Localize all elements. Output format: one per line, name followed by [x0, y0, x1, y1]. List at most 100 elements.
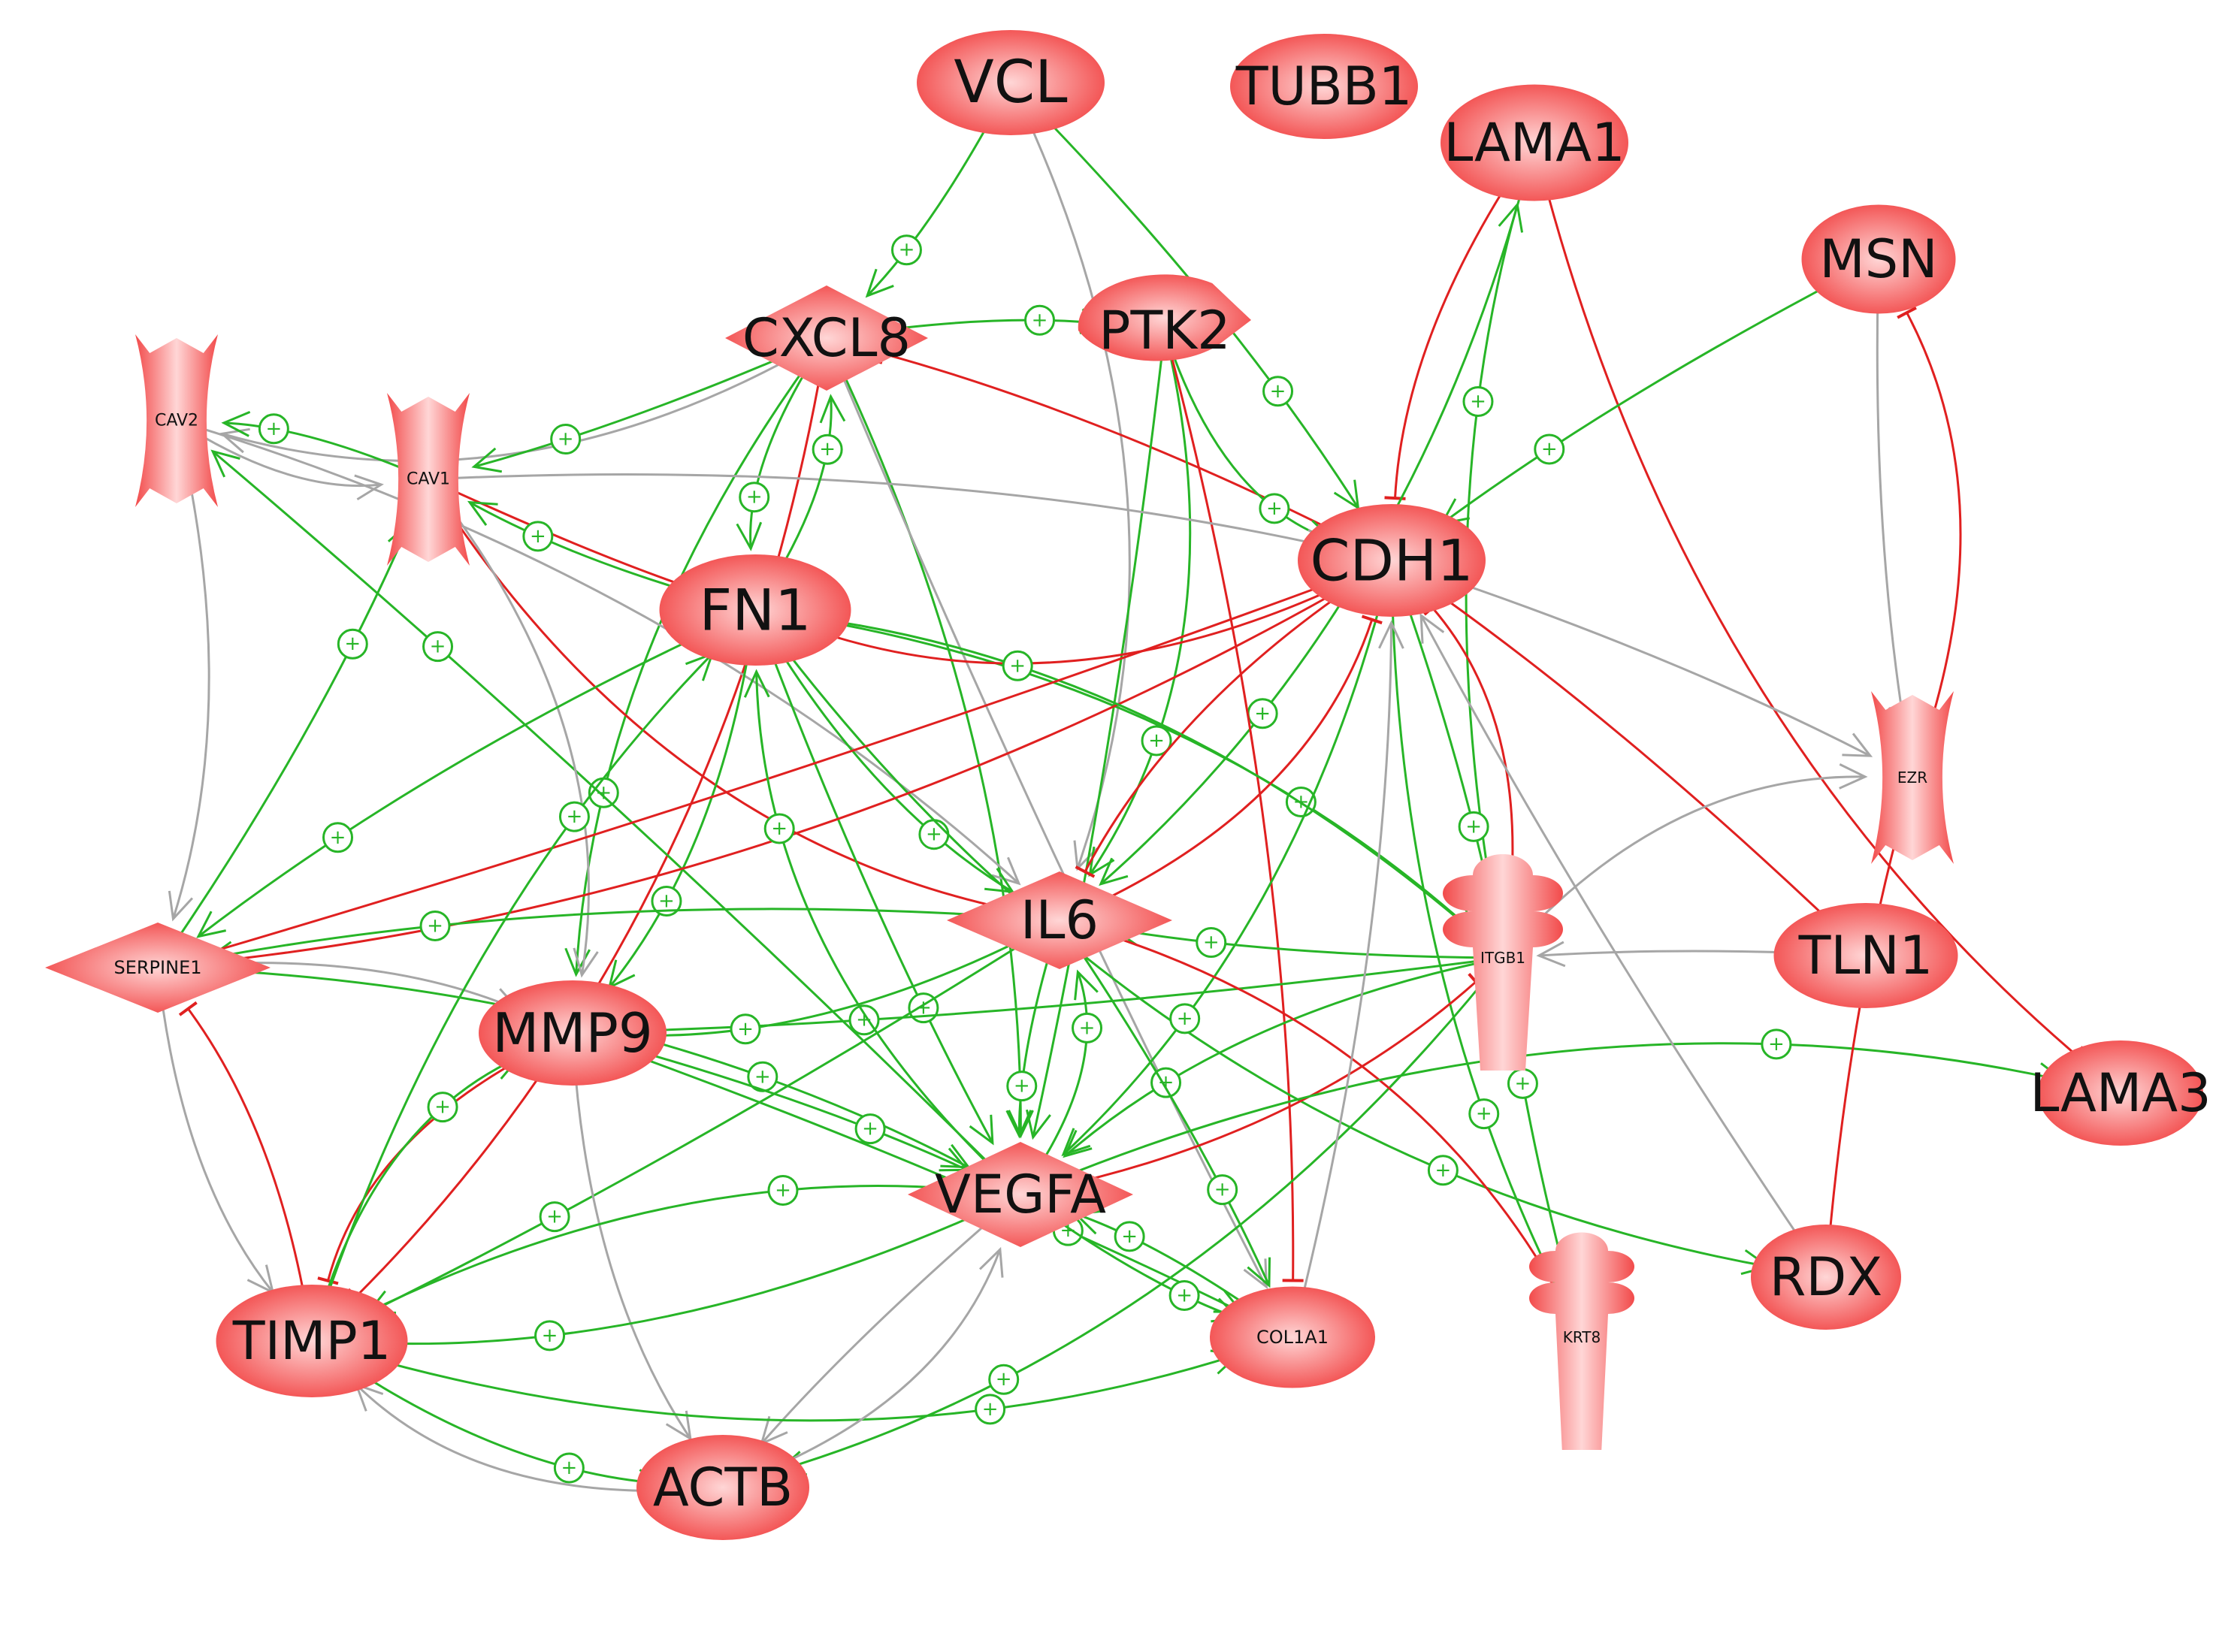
svg-text:+: + [775, 1179, 791, 1202]
node-label: ITGB1 [1480, 949, 1525, 967]
node-shape [1751, 1225, 1901, 1330]
node-serpine1[interactable]: SERPINE1 [45, 923, 271, 1013]
edge-rdx-cdh1 [1419, 613, 1827, 1278]
node-mmp9[interactable]: MMP9 [479, 980, 667, 1086]
svg-text:+: + [595, 781, 612, 804]
node-shape [1210, 1286, 1375, 1388]
node-col1a1[interactable]: COL1A1 [1210, 1286, 1375, 1388]
node-fn1[interactable]: FN1 [659, 554, 851, 666]
arrowhead [1074, 969, 1099, 1001]
svg-text:+: + [1515, 1072, 1531, 1095]
node-cav1[interactable]: CAV1 [387, 393, 470, 566]
node-vcl[interactable]: VCL [917, 30, 1105, 135]
activation-plus-icon: + [1002, 650, 1033, 681]
arrowhead [819, 394, 846, 424]
node-tubb1[interactable]: TUBB1 [1230, 34, 1418, 139]
activation-plus-icon: + [1507, 1068, 1538, 1099]
node-shape [636, 1435, 809, 1540]
activation-plus-icon: + [975, 1394, 1006, 1425]
svg-text:+: + [530, 525, 546, 548]
node-actb[interactable]: ACTB [636, 1435, 809, 1540]
node-cxcl8[interactable]: CXCL8 [725, 285, 928, 391]
activation-plus-icon: + [1462, 386, 1494, 418]
node-shape [1443, 854, 1563, 1071]
node-msn[interactable]: MSN [1801, 204, 1956, 314]
node-lama3[interactable]: LAMA3 [2030, 1040, 2211, 1146]
arrowhead [1026, 1109, 1051, 1140]
activation-plus-icon: + [427, 1092, 458, 1123]
svg-text:+: + [434, 1096, 451, 1119]
edge-il6-mmp9: + [628, 919, 1060, 1049]
node-ezr[interactable]: EZR [1871, 691, 1954, 864]
arrowhead [354, 474, 384, 501]
node-label: KRT8 [1563, 1328, 1601, 1346]
node-tln1[interactable]: TLN1 [1773, 903, 1958, 1008]
svg-text:+: + [1476, 1103, 1492, 1125]
node-label: SERPINE1 [113, 957, 201, 978]
svg-text:+: + [567, 805, 583, 828]
svg-text:+: + [1203, 932, 1220, 954]
node-shape [135, 334, 218, 507]
inhibition-bar [317, 1276, 339, 1285]
activation-plus-icon: + [422, 631, 454, 663]
node-il6[interactable]: IL6 [947, 871, 1172, 969]
edge-itgb1-vegfa: + [1063, 956, 1504, 1158]
node-timp1[interactable]: TIMP1 [216, 1285, 408, 1397]
arrowhead [1005, 1110, 1032, 1139]
svg-text:+: + [1079, 1016, 1096, 1039]
node-cdh1[interactable]: CDH1 [1298, 504, 1486, 617]
activation-plus-icon: + [322, 822, 354, 853]
activation-plus-icon: + [848, 1004, 880, 1036]
activation-plus-icon: + [337, 628, 368, 660]
node-shape [1773, 903, 1958, 1008]
node-shape [725, 285, 928, 391]
edge-lama1-il6: + [1099, 142, 1536, 886]
arrowhead [210, 449, 240, 478]
svg-text:+: + [754, 1065, 771, 1088]
activation-plus-icon: + [730, 1013, 761, 1045]
svg-text:+: + [746, 486, 763, 509]
activation-plus-icon: + [890, 234, 922, 266]
node-krt8[interactable]: KRT8 [1529, 1232, 1634, 1451]
node-lama1[interactable]: LAMA1 [1441, 84, 1628, 201]
svg-text:+: + [558, 428, 574, 451]
edge-cav2-serpine1 [168, 420, 210, 922]
svg-text:+: + [1214, 1179, 1231, 1201]
node-label: ACTB [653, 1457, 793, 1518]
edge-cxcl8-mmp9: + [564, 337, 828, 977]
arrowhead [1839, 763, 1868, 790]
activation-plus-icon: + [1006, 1071, 1038, 1102]
activation-plus-icon: + [553, 1452, 585, 1484]
edge-cav1-il6 [427, 479, 1010, 920]
arrowhead [467, 500, 498, 527]
edge-vegfa-fn1: + [743, 669, 1022, 1196]
activation-plus-icon: + [1072, 1012, 1103, 1043]
node-label: LAMA1 [1444, 112, 1625, 174]
edge-ezr-msn [1897, 306, 1962, 778]
node-ptk2[interactable]: PTK2 [1078, 274, 1251, 361]
arrowhead [1099, 857, 1129, 886]
node-itgb1[interactable]: ITGB1 [1443, 854, 1563, 1071]
edge-cav1-cdh1 [428, 473, 1334, 554]
edge-itgb1-fn1: + [813, 609, 1504, 959]
activation-plus-icon: + [651, 885, 682, 917]
node-shape [1801, 204, 1956, 314]
node-shape [947, 871, 1172, 969]
node-rdx[interactable]: RDX [1751, 1225, 1901, 1330]
activation-plus-icon: + [1247, 698, 1278, 729]
activation-plus-icon: + [539, 1201, 570, 1233]
node-vegfa[interactable]: VEGFA [908, 1142, 1133, 1247]
activation-plus-icon: + [767, 1175, 799, 1207]
node-cav2[interactable]: CAV2 [135, 334, 218, 507]
activation-plus-icon: + [1458, 811, 1489, 842]
svg-text:+: + [1121, 1225, 1138, 1248]
edge-timp1-col1a1: + [311, 1339, 1241, 1425]
arrowhead [1378, 620, 1404, 649]
edge-mmp9-actb [571, 1032, 692, 1441]
arrowhead [196, 911, 226, 938]
arrowhead [1243, 1258, 1268, 1290]
activation-plus-icon: + [988, 1364, 1020, 1395]
svg-text:+: + [658, 889, 675, 912]
edge-fn1-mmp9: + [607, 609, 757, 990]
